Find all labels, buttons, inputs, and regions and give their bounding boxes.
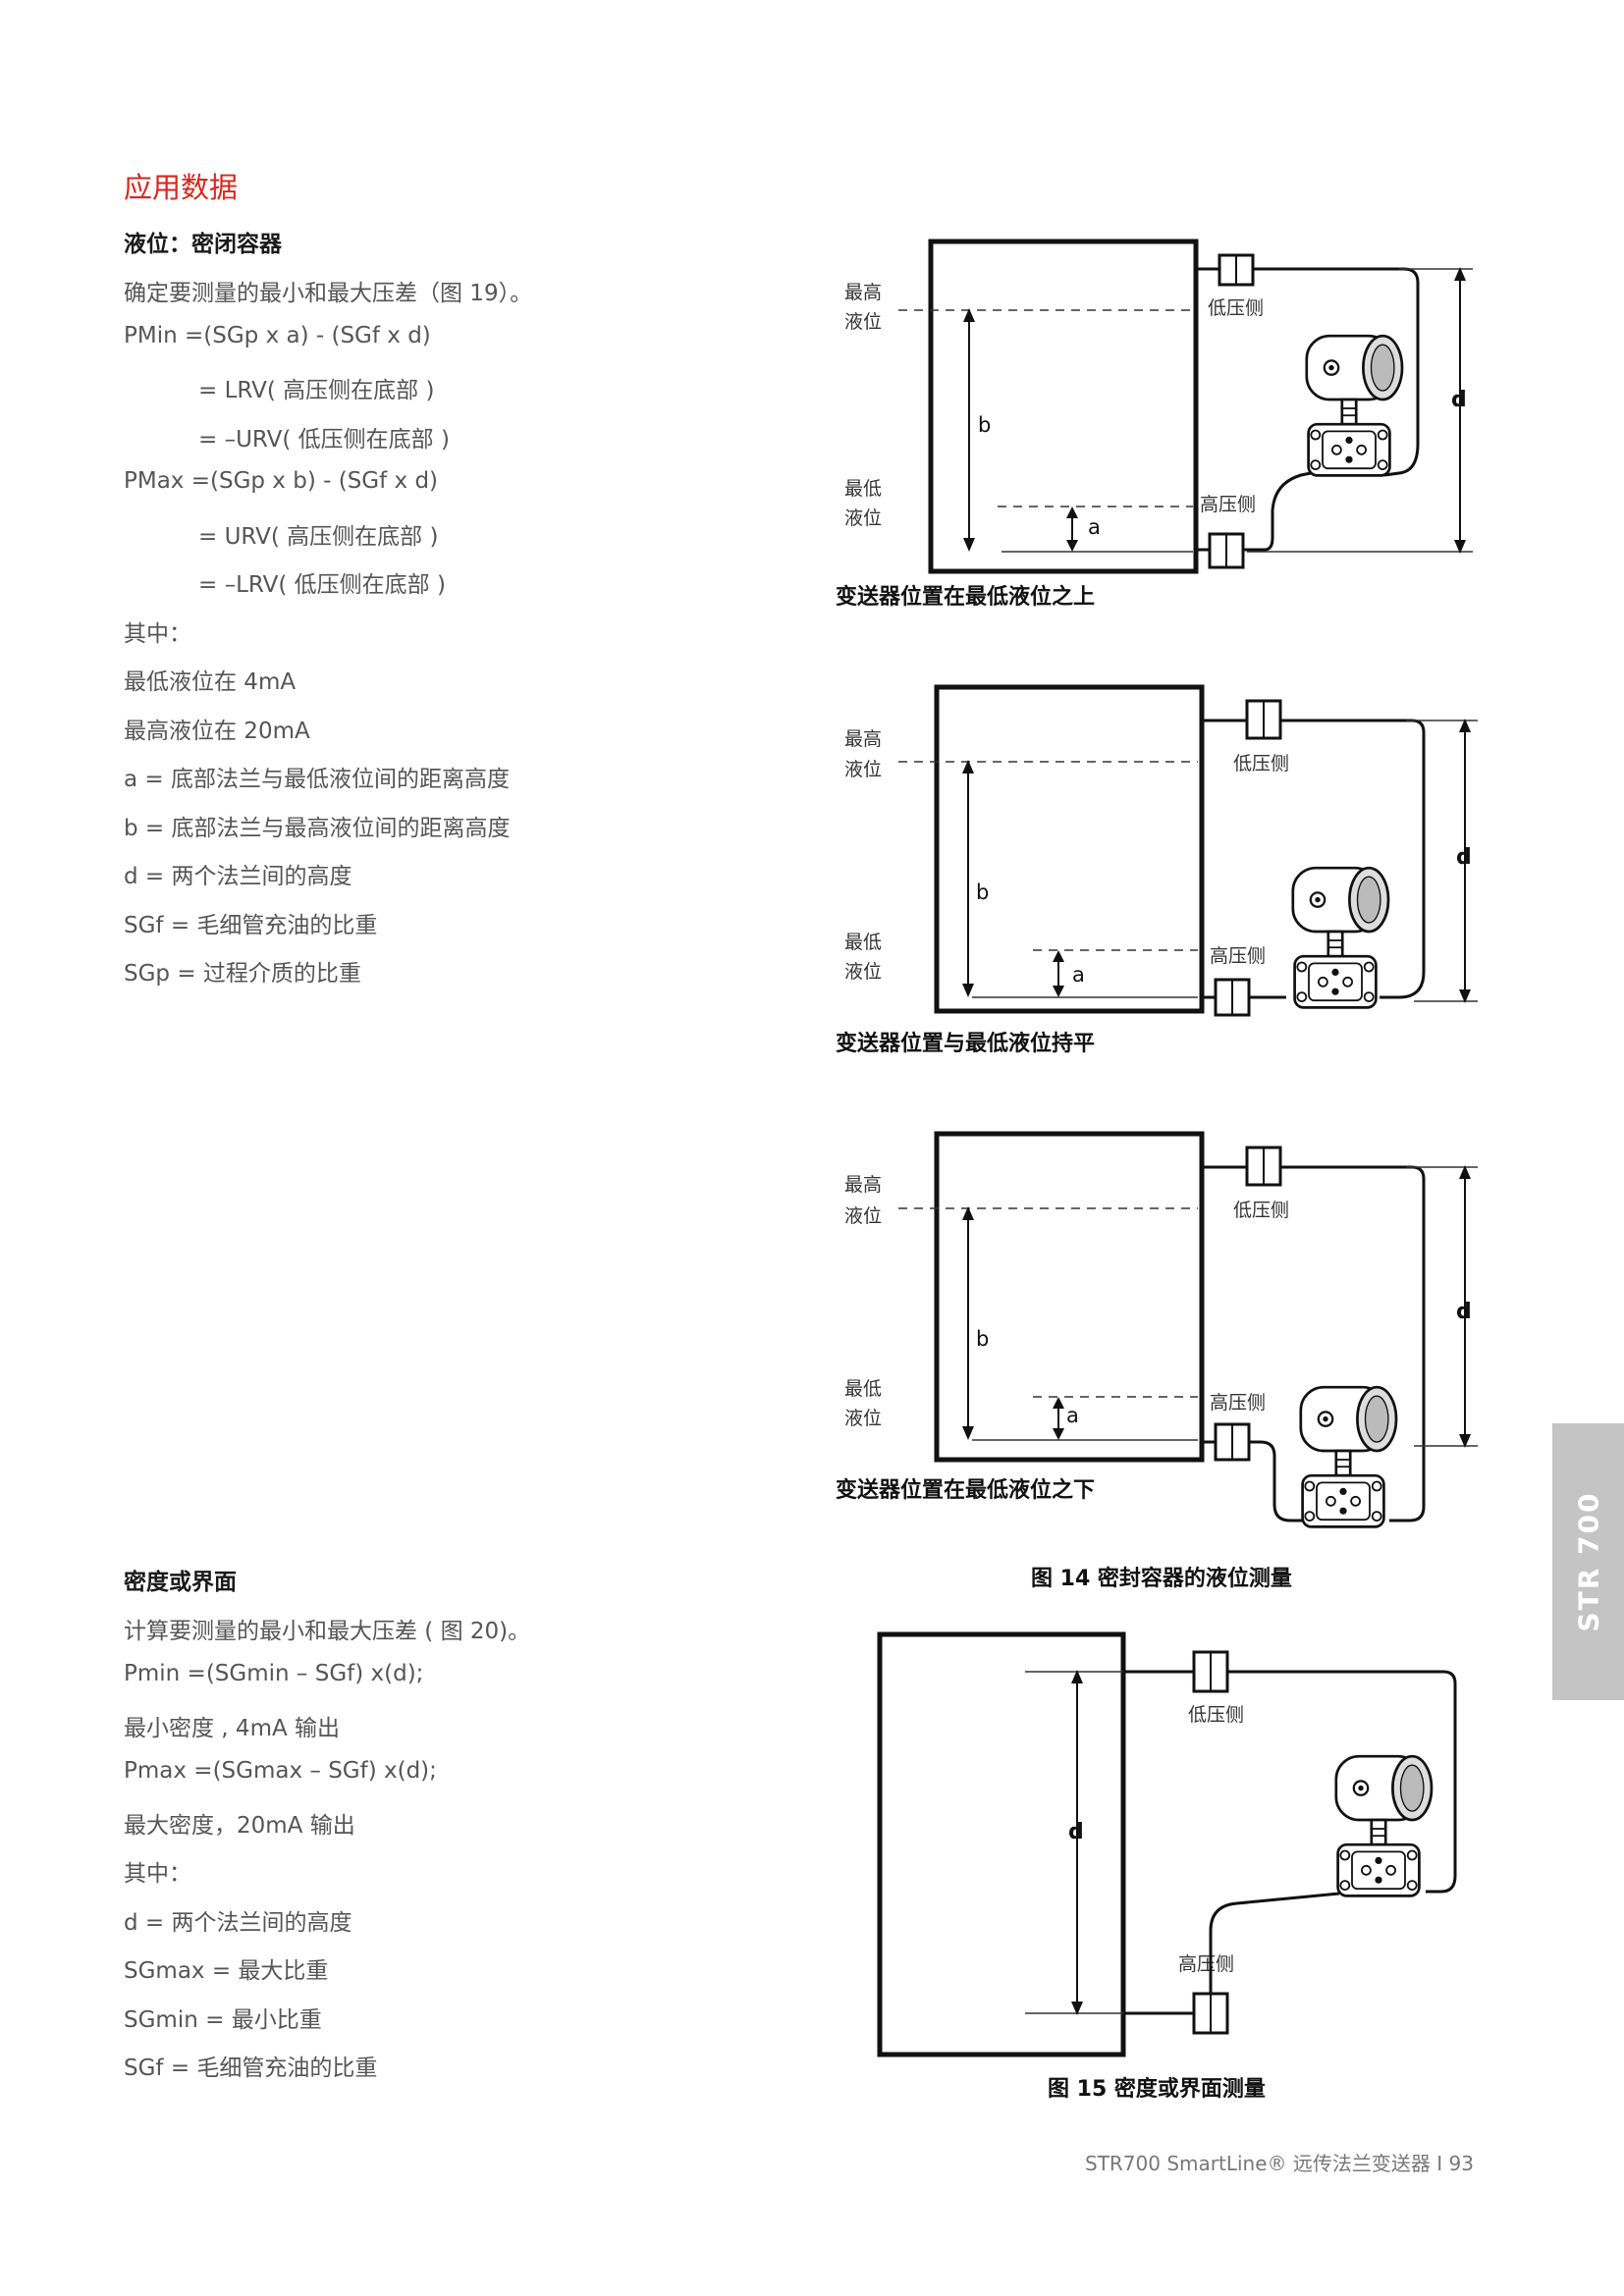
level-line: PMin =(SGp x a) - (SGf x d) — [124, 323, 431, 348]
label-high: 最高 — [844, 1174, 882, 1196]
side-tab-label: STR 700 — [1572, 1491, 1604, 1632]
label-low: 最低 — [844, 478, 882, 500]
level-line: SGp = 过程介质的比重 — [124, 961, 361, 987]
figure-14-caption: 图 14 密封容器的液位测量 — [1031, 1567, 1292, 1591]
level-line: = –URV( 低压侧在底部 ) — [198, 427, 450, 453]
label-low: 最低 — [844, 1378, 882, 1400]
label-high-side: 高压侧 — [1210, 1392, 1266, 1414]
density-line: 其中： — [124, 1861, 191, 1887]
label-level: 液位 — [844, 1205, 882, 1227]
label-d: d — [1456, 1300, 1472, 1324]
label-b: b — [976, 1327, 989, 1351]
level-line: 确定要测量的最小和最大压差（图 19）。 — [124, 281, 533, 306]
label-a: a — [1088, 515, 1101, 539]
label-high-side: 高压侧 — [1210, 945, 1266, 967]
density-line: 计算要测量的最小和最大压差 ( 图 20)。 — [124, 1619, 531, 1644]
diagram-density: d 低压侧 高压侧 — [877, 1631, 1457, 2057]
label-low: 最低 — [844, 932, 882, 953]
label-d: d — [1068, 1820, 1084, 1844]
density-line: SGmax = 最大比重 — [124, 1958, 329, 1984]
label-low-side: 低压侧 — [1233, 753, 1289, 774]
level-line: a = 底部法兰与最低液位间的距离高度 — [124, 767, 510, 792]
label-a: a — [1066, 1404, 1079, 1427]
caption-level-with-min: 变送器位置与最低液位持平 — [836, 1032, 1096, 1056]
level-line: = –LRV( 低压侧在底部 ) — [198, 572, 446, 598]
density-line: Pmax =(SGmax – SGf) x(d); — [124, 1758, 437, 1784]
level-line: SGf = 毛细管充油的比重 — [124, 913, 378, 938]
level-line: b = 底部法兰与最高液位间的距离高度 — [124, 816, 511, 841]
page-footer: STR700 SmartLine® 远传法兰变送器 I 93 — [1085, 2152, 1474, 2175]
label-d: d — [1456, 845, 1472, 870]
label-low-side: 低压侧 — [1233, 1200, 1289, 1221]
label-level: 液位 — [844, 759, 882, 780]
label-low-side: 低压侧 — [1208, 297, 1264, 319]
label-level: 液位 — [844, 311, 882, 333]
label-b: b — [978, 413, 991, 437]
label-level: 液位 — [844, 507, 882, 529]
diagram-level-with-min: 最高 液位 最低 液位 b a 低压侧 高压侧 d — [844, 684, 1478, 1017]
figure-15-caption: 图 15 密度或界面测量 — [1048, 2077, 1266, 2102]
density-line: 最大密度，20mA 输出 — [124, 1813, 355, 1839]
diagram-below-min: 最高 液位 最低 液位 b a 低压侧 高压侧 d — [844, 1131, 1478, 1528]
level-line: 其中： — [124, 621, 191, 647]
label-d: d — [1451, 388, 1467, 412]
level-line: = LRV( 高压侧在底部 ) — [198, 378, 435, 403]
level-line: 最低液位在 4mA — [124, 669, 297, 695]
density-line: SGmin = 最小比重 — [124, 2007, 322, 2033]
density-heading: 密度或界面 — [124, 1570, 237, 1595]
label-b: b — [976, 881, 989, 904]
label-high-side: 高压侧 — [1178, 1953, 1234, 1975]
section-title: 应用数据 — [124, 171, 239, 204]
label-level: 液位 — [844, 1408, 882, 1429]
label-high: 最高 — [844, 282, 882, 303]
level-line: PMax =(SGp x b) - (SGf x d) — [124, 468, 439, 494]
caption-below-min: 变送器位置在最低液位之下 — [836, 1478, 1096, 1503]
label-low-side: 低压侧 — [1188, 1704, 1244, 1726]
level-line: d = 两个法兰间的高度 — [124, 864, 352, 889]
label-high: 最高 — [844, 728, 882, 750]
density-line: SGf = 毛细管充油的比重 — [124, 2056, 378, 2081]
level-line: 最高液位在 20mA — [124, 719, 310, 744]
label-a: a — [1072, 963, 1085, 987]
level-line: = URV( 高压侧在底部 ) — [198, 524, 439, 550]
side-tab: STR 700 — [1552, 1423, 1624, 1700]
label-level: 液位 — [844, 961, 882, 983]
caption-above-min: 变送器位置在最低液位之上 — [836, 585, 1096, 610]
level-heading: 液位：密闭容器 — [124, 232, 282, 257]
density-line: Pmin =(SGmin – SGf) x(d); — [124, 1661, 424, 1686]
density-line: 最小密度 , 4mA 输出 — [124, 1716, 341, 1741]
density-line: d = 两个法兰间的高度 — [124, 1910, 352, 1936]
diagram-above-min: 最高 液位 最低 液位 b a 低压侧 高压侧 d — [844, 239, 1473, 574]
label-high-side: 高压侧 — [1200, 494, 1256, 515]
